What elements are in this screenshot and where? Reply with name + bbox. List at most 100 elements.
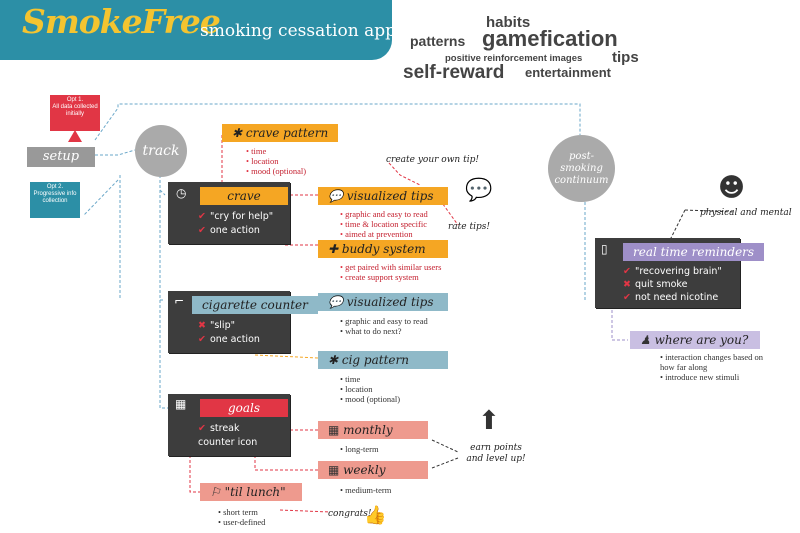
calendar-icon: ▦ xyxy=(175,397,187,411)
list-item: user-defined xyxy=(218,517,265,527)
post-smoking-node: post-smoking continuum xyxy=(548,135,615,202)
list-item: location xyxy=(340,384,400,394)
calendar-icon: ▦ xyxy=(328,423,344,437)
app-subtitle: smoking cessation app xyxy=(200,21,396,41)
congrats-note: congrats! xyxy=(328,509,372,519)
crave-title: crave xyxy=(200,187,288,205)
buddy-system-chip: ✚ buddy system xyxy=(318,240,448,258)
list-item: mood (optional) xyxy=(340,394,400,404)
puzzle-icon: ✚ xyxy=(328,242,342,256)
list-item: time & location specific xyxy=(340,219,428,229)
goals-title: goals xyxy=(200,399,288,417)
create-tip-note: create your own tip! xyxy=(386,155,479,165)
list-item: mood (optional) xyxy=(246,166,306,176)
list-item: long-term xyxy=(340,444,379,454)
check-icon: ✔ xyxy=(198,211,206,222)
speech-bubble-icon: 💬 xyxy=(328,295,347,309)
where-are-you-chip: ♟ where are you? xyxy=(630,331,760,349)
header-banner xyxy=(0,0,392,60)
flag-icon: ⚐ xyxy=(210,485,225,499)
weekly-list: medium-term xyxy=(340,485,391,495)
setup-option-2: Opt 2. Progressive info collection xyxy=(30,182,80,218)
up-arrow-icon: ⬆ xyxy=(478,406,500,436)
cloud-gamefication: gamefication xyxy=(482,26,618,51)
physical-mental-note: physical and mental xyxy=(700,208,792,218)
list-item: get paired with similar users xyxy=(340,262,441,272)
list-item: medium-term xyxy=(340,485,391,495)
visualized-tips-2-chip: 💬 visualized tips xyxy=(318,293,448,311)
cig-pattern-chip: ✱ cig pattern xyxy=(318,351,448,369)
check-icon: ✔ xyxy=(623,266,631,277)
list-item: aimed at prevention xyxy=(340,229,428,239)
post-smoking-label: post-smoking continuum xyxy=(554,150,609,186)
check-icon: ✔ xyxy=(198,423,206,434)
monthly-chip: ▦ monthly xyxy=(318,421,428,439)
cigarette-counter-box: ⌐ cigarette counter ✖"slip" ✔one action xyxy=(168,291,318,353)
cloud-habits: habits xyxy=(486,14,531,31)
reminder-item-2: ✖quit smoke xyxy=(623,279,688,290)
asterisk-icon: ✱ xyxy=(328,353,342,367)
cloud-patterns: patterns xyxy=(410,33,466,49)
goals-box: ▦ goals ✔streak counter icon xyxy=(168,394,290,456)
reminder-item-1: ✔"recovering brain" xyxy=(623,266,722,277)
visualized-tips-chip: 💬 visualized tips xyxy=(318,187,448,205)
cig-item-1: ✖"slip" xyxy=(198,320,235,331)
crave-pattern-title: crave pattern xyxy=(245,126,329,140)
cig-pattern-list: time location mood (optional) xyxy=(340,374,400,404)
visualized-tips-2-list: graphic and easy to read what to do next… xyxy=(340,316,428,336)
check-icon: ✔ xyxy=(198,225,206,236)
buddy-system-list: get paired with similar users create sup… xyxy=(340,262,441,282)
person-icon: ♟ xyxy=(640,333,655,347)
list-item: create support system xyxy=(340,272,441,282)
earn-points-note: earn points and level up! xyxy=(466,443,526,464)
list-item: graphic and easy to read xyxy=(340,209,428,219)
cigarette-icon: ⌐ xyxy=(174,294,185,308)
list-item: interaction changes based on how far alo… xyxy=(660,352,775,372)
cig-item-2: ✔one action xyxy=(198,334,260,345)
phone-icon: ▯ xyxy=(601,242,608,256)
crave-pattern-chip: ✱ crave pattern xyxy=(222,124,339,142)
crave-box: ◷ crave ✔"cry for help" ✔one action xyxy=(168,182,290,244)
rate-tips-note: rate tips! xyxy=(448,222,490,232)
list-item: time xyxy=(340,374,400,384)
til-lunch-chip: ⚐ "til lunch" xyxy=(200,483,302,501)
x-icon: ✖ xyxy=(198,320,206,331)
check-icon: ✔ xyxy=(623,292,631,303)
cloud-self-reward: self-reward xyxy=(403,62,505,83)
list-item: introduce new stimuli xyxy=(660,372,775,382)
reminders-box: ▯ real time reminders ✔"recovering brain… xyxy=(595,238,765,308)
cigarette-counter-title: cigarette counter xyxy=(192,296,318,314)
til-lunch-list: short term user-defined xyxy=(218,507,265,527)
crave-pattern-list: time location mood (optional) xyxy=(246,146,306,176)
track-node: track xyxy=(135,125,187,177)
check-icon: ✔ xyxy=(198,334,206,345)
weekly-chip: ▦ weekly xyxy=(318,461,428,479)
crave-item-1: ✔"cry for help" xyxy=(198,211,274,222)
list-item: short term xyxy=(218,507,265,517)
clock-icon: ◷ xyxy=(176,186,187,200)
chat-bubbles-icon: 💬 xyxy=(465,178,493,203)
calendar-icon: ▦ xyxy=(328,463,344,477)
asterisk-icon: ✱ xyxy=(232,126,246,140)
x-icon: ✖ xyxy=(623,279,631,290)
monthly-list: long-term xyxy=(340,444,379,454)
where-are-you-list: interaction changes based on how far alo… xyxy=(660,352,775,382)
app-name: SmokeFree xyxy=(22,2,221,41)
head-icon: ☻ xyxy=(718,173,746,203)
cloud-tips: tips xyxy=(612,49,639,66)
crave-item-2: ✔one action xyxy=(198,225,260,236)
list-item: what to do next? xyxy=(340,326,428,336)
setup-option-1: Opt 1. All data collected initially xyxy=(50,95,100,131)
reminders-title: real time reminders xyxy=(623,243,765,261)
goals-item-1: ✔streak counter icon xyxy=(198,423,258,448)
speech-bubble-icon: 💬 xyxy=(328,189,347,203)
reminder-item-3: ✔not need nicotine xyxy=(623,292,719,303)
thumbs-up-icon: 👍 xyxy=(364,505,387,526)
cloud-entertainment: entertainment xyxy=(525,65,611,80)
setup-node: setup xyxy=(27,147,95,167)
list-item: time xyxy=(246,146,306,156)
cloud-positive: positive reinforcement images xyxy=(445,53,583,64)
list-item: graphic and easy to read xyxy=(340,316,428,326)
visualized-tips-list: graphic and easy to read time & location… xyxy=(340,209,428,239)
list-item: location xyxy=(246,156,306,166)
